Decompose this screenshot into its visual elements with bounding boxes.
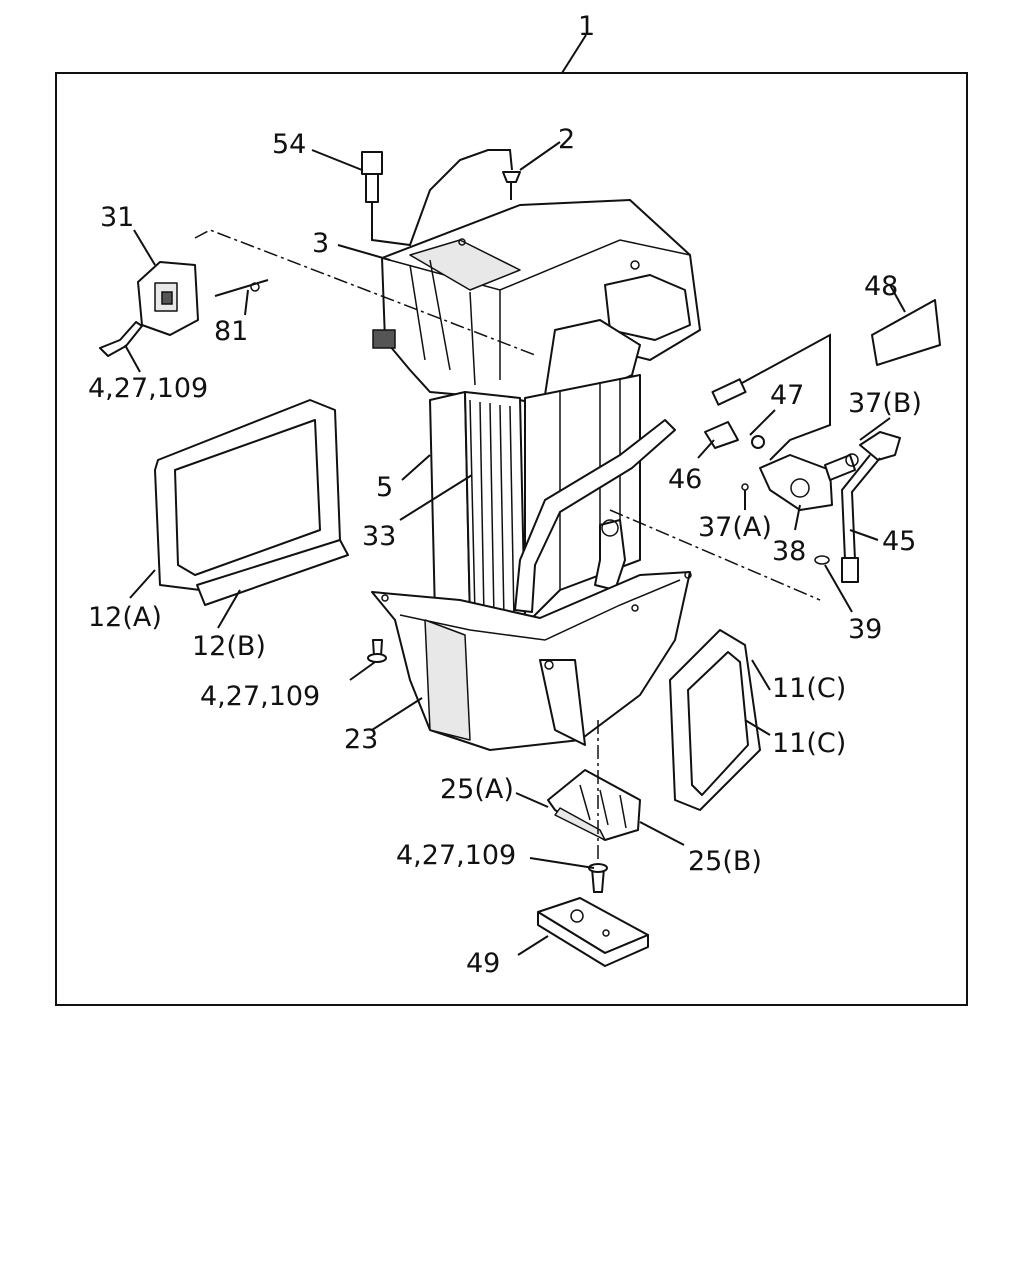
drain-pan (371, 571, 692, 751)
callout-3: 3 (312, 228, 329, 259)
part-39-o-ring (814, 555, 830, 565)
callout-49: 49 (466, 948, 500, 979)
alignment-line (194, 229, 536, 356)
callout-11c-upper: 11(C) (772, 673, 846, 704)
part-48-pad (871, 299, 941, 366)
callout-25b: 25(B) (688, 846, 762, 877)
callout-12a: 12(A) (88, 602, 162, 633)
callout-33: 33 (362, 521, 396, 552)
gasket-frame-11c (669, 629, 761, 811)
callout-45: 45 (882, 526, 916, 557)
refrigerant-pipe (514, 419, 676, 613)
evaporator-housing-upper (372, 199, 701, 411)
callout-48: 48 (864, 271, 898, 302)
screw-left (99, 321, 143, 357)
callout-31: 31 (100, 202, 134, 233)
part-31-blower-resistor (137, 261, 199, 336)
leader-lines (124, 34, 906, 956)
part-81-clip (214, 279, 269, 297)
part-47-sensor (711, 333, 831, 461)
part-49-pad (537, 897, 649, 967)
callout-38: 38 (772, 536, 806, 567)
callout-screws-middle: 4,27,109 (200, 681, 320, 712)
callout-assembly: 1 (578, 11, 595, 42)
callout-81: 81 (214, 316, 248, 347)
diagram-frame (55, 72, 968, 1006)
callout-5: 5 (376, 472, 393, 503)
part-38-expansion-valve (741, 454, 856, 511)
callout-12b: 12(B) (192, 631, 266, 662)
callout-37b: 37(B) (848, 388, 922, 419)
callout-37a: 37(A) (698, 512, 772, 543)
callout-2: 2 (558, 124, 575, 155)
callout-screws-bottom: 4,27,109 (396, 840, 516, 871)
callout-11c-lower: 11(C) (772, 728, 846, 759)
screw-middle (367, 639, 387, 663)
callout-23: 23 (344, 724, 378, 755)
gasket-frame-12 (154, 399, 349, 606)
callout-screws-left: 4,27,109 (88, 373, 208, 404)
part-46-clamp (704, 421, 765, 449)
callout-39: 39 (848, 614, 882, 645)
screw-bottom (588, 863, 608, 893)
callout-47: 47 (770, 380, 804, 411)
part-2-clip (502, 171, 521, 200)
callout-54: 54 (272, 129, 306, 160)
part-45-pipe (840, 431, 901, 583)
alignment-line (609, 509, 821, 601)
part-25-drain-bracket (547, 769, 641, 841)
callout-46: 46 (668, 464, 702, 495)
part-54-thermistor (361, 149, 513, 247)
callout-25a: 25(A) (440, 774, 514, 805)
